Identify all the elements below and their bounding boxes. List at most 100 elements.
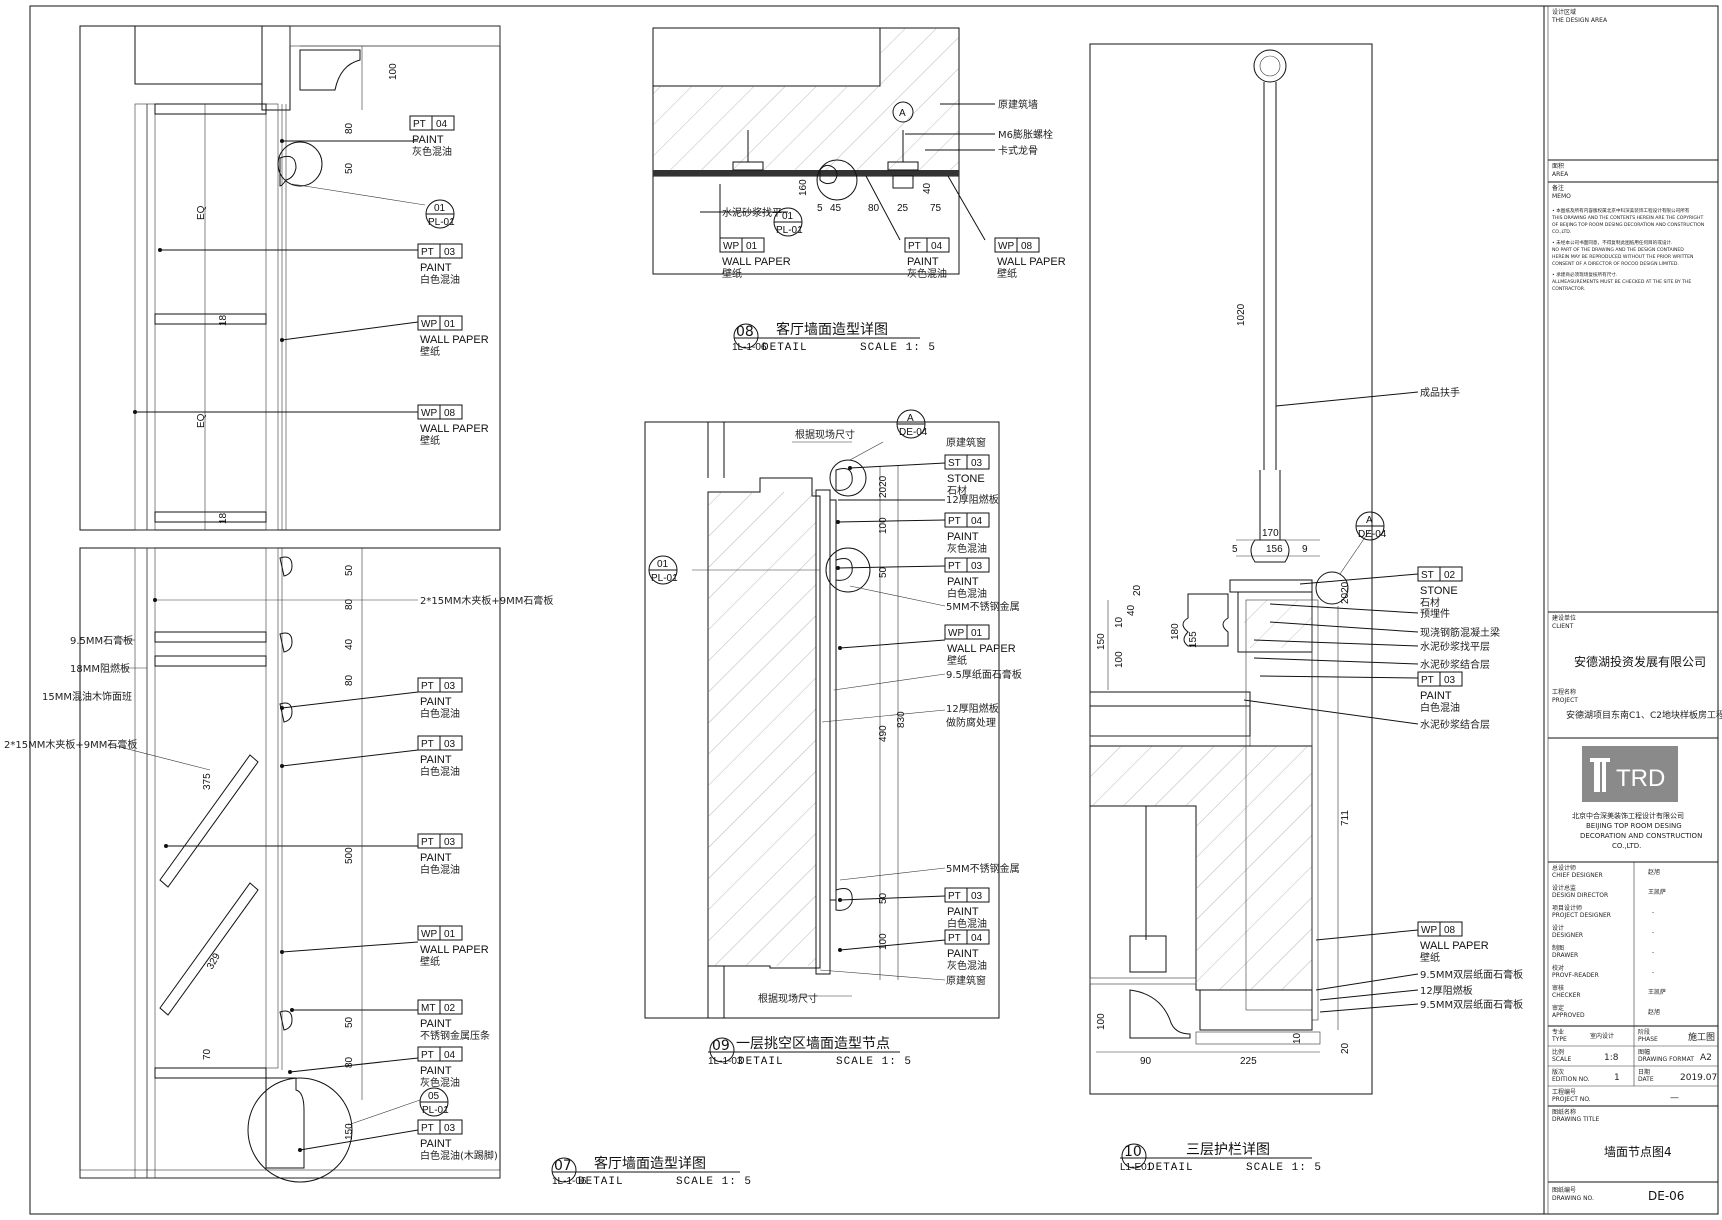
svg-text:赵旭: 赵旭 [1648,868,1660,876]
svg-text:WP: WP [948,628,964,639]
callout-07-5: PT 03 PAINT 白色混油 [417,735,463,778]
svg-text:WP: WP [421,319,437,330]
dim-08-5: 75 [930,203,942,214]
callout-09-5: PT 04 PAINT 灰色混油 [944,929,990,972]
svg-text:01: 01 [434,203,446,214]
svg-text:WALL PAPER: WALL PAPER [947,643,1016,655]
note-10-4: 水泥砂浆结合层 [1420,718,1490,731]
detail-10-title: 10 L1-E01 三层护栏详图 DETAIL SCALE 1: 5 [1120,1142,1321,1174]
svg-text:DE-04: DE-04 [1358,529,1387,540]
sheet-frame [29,5,1719,1215]
svg-text:制图: 制图 [1552,944,1564,952]
dim-07-8: 80 [344,598,355,610]
site-dim-bottom: 根据现场尺寸 [758,992,818,1005]
svg-text:设计区域: 设计区域 [1552,8,1576,16]
section-symbol-08-a: A [892,101,914,123]
svg-text:壁纸: 壁纸 [1420,951,1440,964]
note-09-4: 12厚阻燃板 [946,702,999,715]
svg-text:PAINT: PAINT [420,754,452,766]
dim-08-1: 5 [817,203,823,214]
svg-text:审核: 审核 [1552,984,1564,992]
svg-text:PL-01: PL-01 [428,217,455,228]
svg-text:02: 02 [1444,570,1456,581]
svg-text:SCALE 1: 5: SCALE 1: 5 [860,342,936,354]
svg-text:WP: WP [998,241,1014,252]
detail-07-dims: 100 80 50 EQ 18 EQ 18 50 80 40 80 375 50… [196,63,399,1140]
svg-text:A: A [1366,515,1373,526]
callout-09-2: PT 03 PAINT 白色混油 [944,557,990,600]
dim-10-3: 156 [1266,544,1283,555]
svg-text:白色混油: 白色混油 [420,707,460,720]
note-08-3: 水泥砂浆找平 [722,206,782,219]
svg-text:设计: 设计 [1552,924,1564,932]
svg-text:白色混油: 白色混油 [947,917,987,930]
section-symbol-08: 01 PL-01 [773,207,803,237]
svg-text:版次: 版次 [1552,1068,1564,1076]
dim-10-7: 10 [1114,616,1125,628]
svg-text:THIS DRAWING AND THE CONTENTS: THIS DRAWING AND THE CONTENTS HEREIN ARE… [1551,215,1703,221]
svg-text:PAINT: PAINT [420,852,452,864]
detail-09-title: 09 1L-1-03 一层挑空区墙面造型节点 DETAIL SCALE 1: 5 [708,1036,911,1068]
note-09-1: 12厚阻燃板 [946,493,999,506]
detail-09-text: 根据现场尺寸 根据现场尺寸 A DE-04 01 PL-01 原建筑窗 12厚阻… [648,409,1022,1068]
dim-07-0: 100 [388,63,399,80]
svg-text:PAINT: PAINT [947,531,979,543]
svg-text:PT: PT [948,561,961,572]
svg-text:白色混油: 白色混油 [420,765,460,778]
svg-text:—: — [1670,1093,1679,1103]
callout-09-1: PT 04 PAINT 灰色混油 [944,512,990,555]
svg-text:CONSENT OF A DIRECTOR OF ROCOO: CONSENT OF A DIRECTOR OF ROCOO DESIGN LI… [1552,261,1679,267]
svg-text:客厅墙面造型详图: 客厅墙面造型详图 [594,1155,706,1172]
svg-text:专业: 专业 [1552,1028,1564,1036]
callout-09-4: PT 03 PAINT 白色混油 [944,887,990,930]
svg-text:ALLMEASUREMENTS MUST BE CHECKE: ALLMEASUREMENTS MUST BE CHECKED AT THE S… [1552,279,1691,285]
svg-text:01: 01 [444,319,456,330]
svg-text:壁纸: 壁纸 [420,345,440,358]
dim-10-12: 155 [1188,631,1199,648]
callout-08-1: PT 04 PAINT 灰色混油 [904,237,950,280]
svg-text:TYPE: TYPE [1551,1036,1567,1043]
svg-text:08: 08 [1021,241,1033,252]
dim-08-3: 80 [868,203,880,214]
svg-text:DRAWER: DRAWER [1552,952,1578,959]
detail-07-callouts: PT 04 PAINT 灰色混油 PT 03 PAINT 白色混油 WP 01 … [4,115,751,1188]
svg-text:PL-01: PL-01 [776,225,803,236]
callout-07-10: PT 03 PAINT 白色混油(木踢脚) [417,1119,498,1162]
note-09-3: 9.5厚纸面石膏板 [946,668,1022,681]
callout-07-9: PT 04 PAINT 灰色混油 [417,1046,463,1089]
note-07-0: 9.5MM石膏板 [70,634,133,647]
note-08-0: 原建筑墙 [998,98,1038,111]
svg-text:AREA: AREA [1552,171,1569,178]
svg-text:建设单位: 建设单位 [1552,614,1576,622]
dim-09-0: 2020 [878,475,889,498]
svg-text:DATE: DATE [1638,1076,1654,1083]
svg-text:DESIGNER: DESIGNER [1552,932,1583,939]
detail-08-text: 原建筑墙 M6膨胀螺栓 卡式龙骨 水泥砂浆找平 A 01 PL-01 160 5… [719,98,1066,354]
svg-text:SCALE: SCALE [1552,1056,1571,1063]
svg-text:1: 1 [1614,1073,1620,1083]
dim-07-10: 80 [344,674,355,686]
dim-10-11: 180 [1170,623,1181,640]
callout-08-2: WP 08 WALL PAPER 壁纸 [994,237,1066,280]
svg-text:北京中合深美装饰工程设计有限公司: 北京中合深美装饰工程设计有限公司 [1572,811,1684,820]
section-symbol-10-a: A DE-04 [1355,511,1387,541]
svg-text:STONE: STONE [1420,585,1458,597]
svg-text:PT: PT [421,739,434,750]
svg-text:03: 03 [444,837,456,848]
svg-text:WALL PAPER: WALL PAPER [420,334,489,346]
svg-text:面积: 面积 [1552,162,1564,170]
svg-text:NO PART OF THE DRAWING AND THE: NO PART OF THE DRAWING AND THE DESIGN CO… [1552,247,1684,253]
dim-08-4: 25 [897,203,909,214]
section-symbol-07-b: 05 PL-01 [419,1087,449,1117]
svg-text:灰色混油: 灰色混油 [947,959,987,972]
svg-text:PAINT: PAINT [420,1138,452,1150]
dim-10-17: 10 [1292,1032,1303,1044]
dim-07-13: 329 [205,951,223,971]
callout-07-2: WP 01 WALL PAPER 壁纸 [417,315,489,358]
dim-07-17: 150 [344,1123,355,1140]
note-09-5: 做防腐处理 [946,716,996,729]
svg-text:PAINT: PAINT [420,1065,452,1077]
callout-07-6: PT 03 PAINT 白色混油 [417,833,463,876]
svg-text:DE-04: DE-04 [899,427,928,438]
svg-text:PT: PT [948,516,961,527]
